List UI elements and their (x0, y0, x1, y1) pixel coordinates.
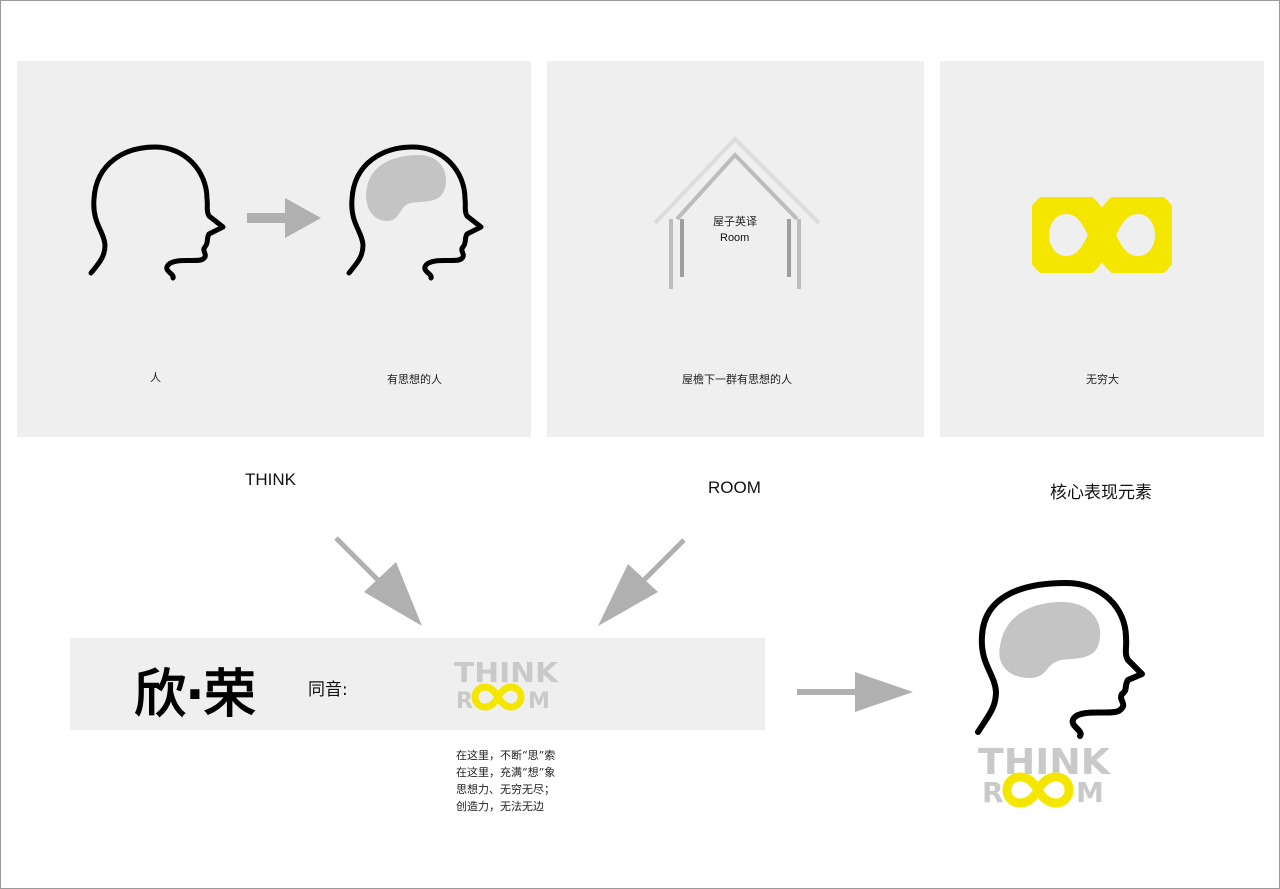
caption-infinity: 无穷大 (1086, 373, 1119, 386)
arrow-down-left-icon (598, 538, 686, 626)
caption-person: 人 (150, 371, 161, 384)
arrow-right-final-icon (797, 672, 913, 712)
title-think: THINK (245, 470, 296, 489)
think-room-logo-small: THINK R M (454, 657, 559, 713)
house-label-cn: 屋子英译 (713, 215, 757, 228)
homophone-label: 同音: (308, 680, 348, 700)
slogan-line: 在这里，充满“想”象 (456, 766, 556, 779)
slogan-line: 创造力，无法无边 (456, 800, 544, 813)
arrow-right-icon (247, 198, 321, 238)
brand-name: 欣·荣 (134, 665, 256, 725)
logo-m: M (1076, 776, 1104, 809)
logo-small-think: THINK (454, 657, 559, 689)
head-with-brain-icon (346, 144, 484, 281)
final-logo: THINK R M (975, 580, 1145, 809)
caption-thinking-person: 有思想的人 (387, 373, 442, 386)
arrow-down-right-icon (334, 536, 422, 626)
slogan-line: 思想力、无穷无尽； (456, 783, 555, 796)
title-room: ROOM (708, 478, 761, 497)
slogan-block: 在这里，不断“思”索 在这里，充满“想”象 思想力、无穷无尽； 创造力，无法无边 (456, 747, 555, 815)
panel-infinity: 无穷大 (940, 61, 1264, 437)
infinity-icon (1032, 197, 1172, 273)
panel-room-concept: 屋子英译 Room 屋檐下一群有思想的人 (547, 61, 924, 437)
title-core-elements: 核心表现元素 (1050, 483, 1152, 503)
logo-small-r: R (456, 689, 473, 713)
logo-infinity-icon (1002, 772, 1074, 808)
house-roof-icon (653, 136, 821, 289)
logo-r: R (982, 776, 1004, 809)
brand-banner: 欣·荣 同音: THINK R M (70, 638, 765, 730)
slogan-line: 在这里，不断“思”索 (456, 749, 556, 762)
caption-house: 屋檐下一群有思想的人 (682, 373, 792, 386)
house-label-en: Room (720, 232, 750, 244)
panel-think-concept: 人 有思想的人 (17, 61, 531, 437)
logo-small-m: M (528, 689, 550, 713)
head-outline-icon (88, 144, 226, 281)
